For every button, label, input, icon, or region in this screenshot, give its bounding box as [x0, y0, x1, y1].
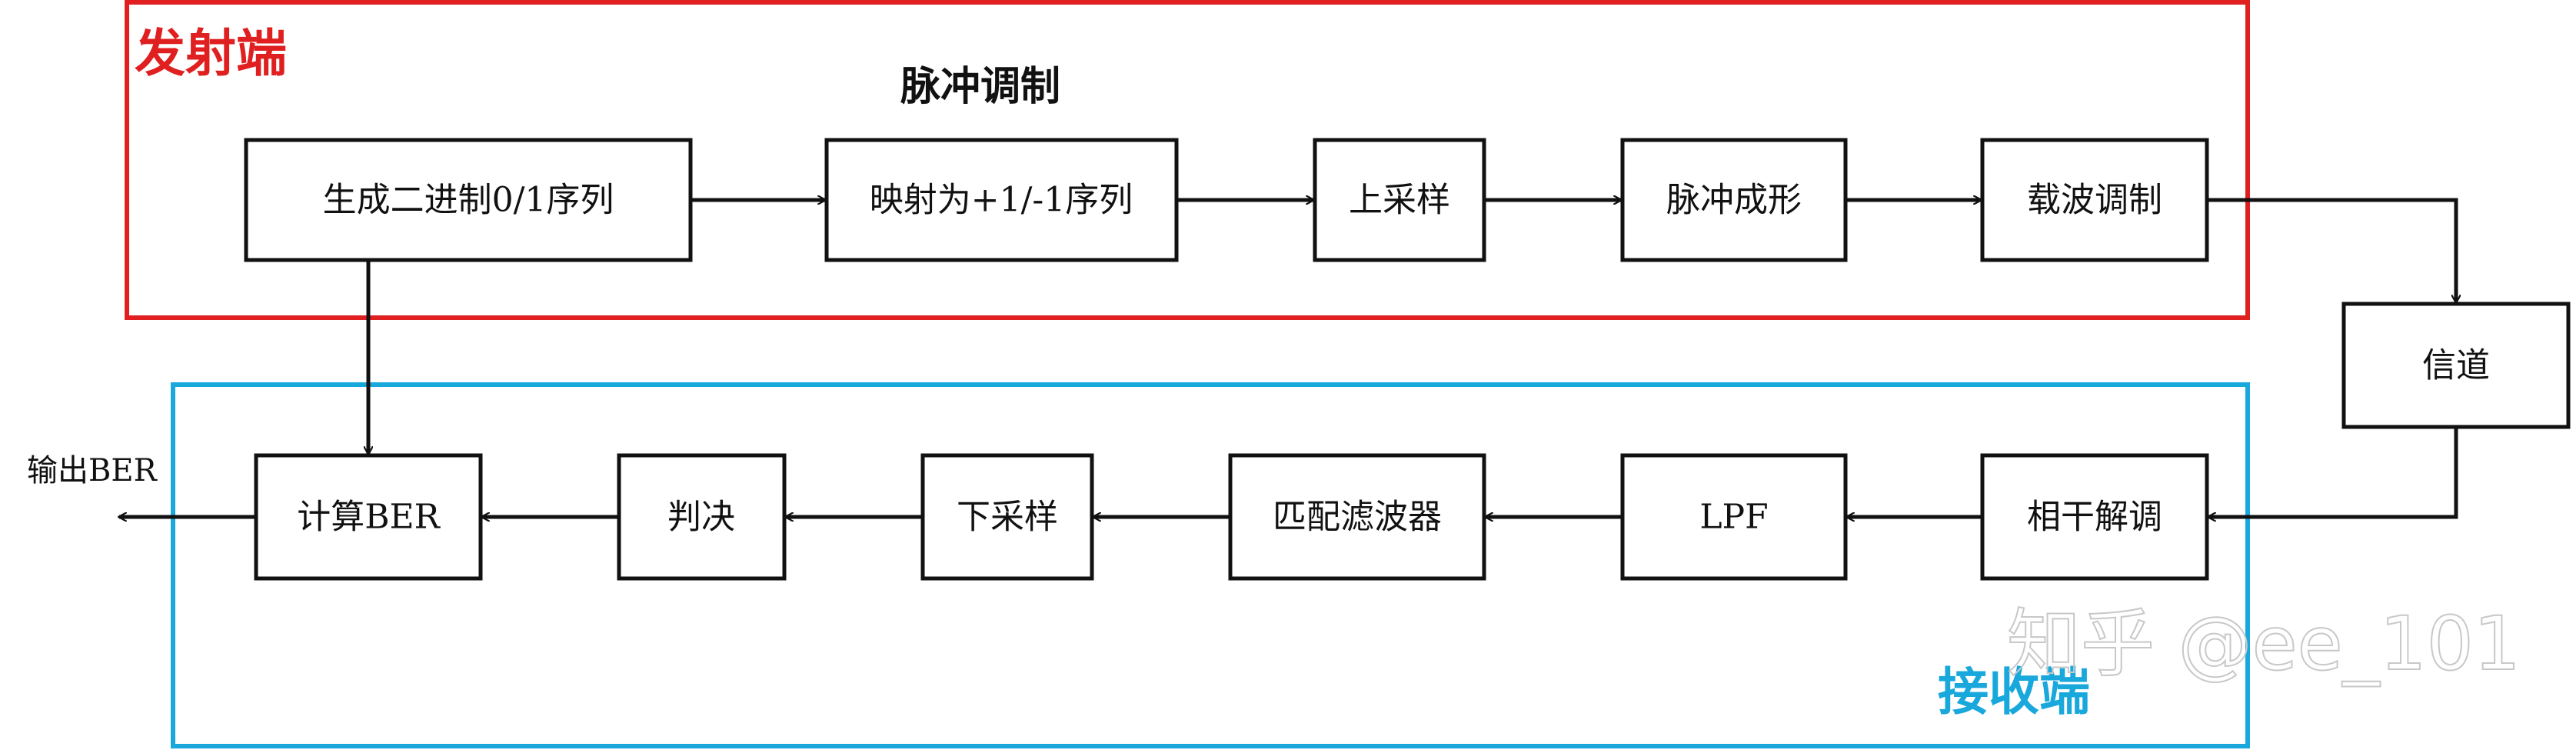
block-downsample: 下采样 [920, 453, 1094, 581]
block-generate-binary: 生成二进制0/1序列 [244, 138, 693, 262]
receiver-frame [171, 382, 2250, 748]
block-decision: 判决 [617, 453, 787, 581]
block-pulse-shaping-label: 脉冲成形 [1666, 181, 1802, 220]
block-generate-binary-label: 生成二进制0/1序列 [323, 181, 614, 220]
block-coherent-demod-label: 相干解调 [2027, 498, 2162, 537]
block-matched-filter: 匹配滤波器 [1228, 453, 1486, 581]
block-carrier-modulation-label: 载波调制 [2027, 181, 2162, 220]
block-map-bipolar-label: 映射为+1/-1序列 [870, 181, 1133, 220]
block-pulse-shaping: 脉冲成形 [1620, 138, 1848, 262]
block-carrier-modulation: 载波调制 [1980, 138, 2209, 262]
block-decision-label: 判决 [667, 498, 735, 537]
arrow-carrier-to-channel [2207, 198, 2456, 302]
pulse-modulation-annotation: 脉冲调制 [900, 64, 1060, 110]
block-channel-label: 信道 [2422, 346, 2490, 385]
block-upsample: 上采样 [1313, 138, 1486, 262]
receiver-title: 接收端 [1938, 662, 2090, 722]
transmitter-frame [125, 0, 2250, 320]
block-coherent-demod: 相干解调 [1980, 453, 2209, 581]
block-upsample-label: 上采样 [1349, 181, 1450, 220]
block-lpf-label: LPF [1699, 498, 1768, 537]
block-downsample-label: 下采样 [957, 498, 1058, 537]
block-compute-ber-label: 计算BER [297, 498, 441, 537]
output-ber-label: 输出BER [27, 453, 158, 488]
arrow-channel-to-demod [2208, 427, 2458, 517]
transmitter-title: 发射端 [135, 24, 287, 83]
block-matched-filter-label: 匹配滤波器 [1273, 498, 1442, 537]
block-map-bipolar: 映射为+1/-1序列 [824, 138, 1179, 262]
block-lpf: LPF [1620, 453, 1848, 581]
block-compute-ber: 计算BER [254, 453, 483, 581]
watermark: 知乎 @ee_101 [2007, 601, 2521, 687]
block-channel: 信道 [2341, 302, 2571, 429]
